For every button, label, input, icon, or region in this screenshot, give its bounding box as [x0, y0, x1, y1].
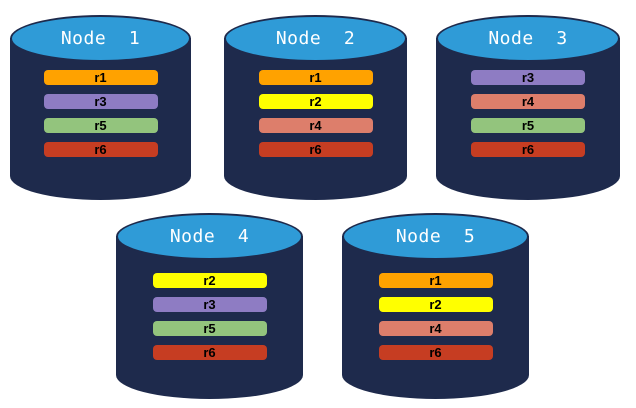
replica-bar: r2: [378, 297, 493, 312]
replica-label: r4: [309, 118, 322, 133]
node-5-cylinder-body: [342, 236, 529, 399]
node-5-replica-list: r1 r2 r4 r6: [342, 273, 529, 360]
replica-bar: r3: [43, 94, 158, 109]
replica-label: r6: [309, 142, 322, 157]
replica-label: r2: [203, 273, 216, 288]
replica-label: r4: [521, 94, 535, 109]
node-3-replica-list: r3 r4 r5 r6: [436, 70, 620, 157]
replica-label: r6: [94, 142, 107, 157]
replica-bar: r6: [43, 142, 158, 157]
replica-label: r2: [309, 94, 322, 109]
node-5-cylinder-top: Node 5: [342, 213, 529, 260]
node-2: Node 2 r1 r2 r4 r6: [224, 15, 407, 200]
replica-label: r6: [203, 345, 216, 360]
replica-bar: r3: [152, 297, 267, 312]
replica-bar: r1: [378, 273, 493, 288]
replica-bar: r4: [258, 118, 373, 133]
replica-bar: r5: [471, 118, 585, 133]
replica-bar: r2: [152, 273, 267, 288]
replica-label: r3: [203, 297, 216, 312]
node-1: Node 1 r1 r3 r5 r6: [10, 15, 191, 200]
node-4-label: Node 4: [169, 226, 250, 247]
node-4-replica-list: r2 r3 r5 r6: [116, 273, 303, 360]
node-1-cylinder-top: Node 1: [10, 15, 191, 62]
replica-label: r5: [94, 118, 107, 133]
node-1-replica-list: r1 r3 r5 r6: [10, 70, 191, 157]
replica-label: r2: [429, 297, 442, 312]
node-4: Node 4 r2 r3 r5 r6: [116, 213, 303, 399]
replica-bar: r6: [378, 345, 493, 360]
node-5-label: Node 5: [395, 226, 476, 247]
node-3: Node 3 r3 r4 r5 r6: [436, 15, 620, 200]
replica-bar: r3: [471, 70, 585, 85]
replica-label: r1: [94, 70, 107, 85]
replica-label: r1: [429, 273, 442, 288]
replica-bar: r6: [471, 142, 585, 157]
node-4-cylinder-top: Node 4: [116, 213, 303, 260]
replica-bar: r1: [43, 70, 158, 85]
replica-bar: r6: [152, 345, 267, 360]
node-2-label: Node 2: [275, 28, 356, 49]
replica-label: r5: [521, 118, 535, 133]
node-3-cylinder-top: Node 3: [436, 15, 620, 62]
node-2-cylinder-top: Node 2: [224, 15, 407, 62]
replica-label: r6: [521, 142, 535, 157]
replica-bar: r5: [152, 321, 267, 336]
node-1-label: Node 1: [60, 28, 141, 49]
node-4-cylinder-body: [116, 236, 303, 399]
replica-label: r5: [203, 321, 216, 336]
node-3-label: Node 3: [488, 28, 568, 49]
replica-label: r1: [309, 70, 322, 85]
replica-bar: r5: [43, 118, 158, 133]
replica-label: r3: [94, 94, 107, 109]
replica-label: r6: [429, 345, 442, 360]
replica-bar: r4: [378, 321, 493, 336]
replica-bar: r6: [258, 142, 373, 157]
node-5: Node 5 r1 r2 r4 r6: [342, 213, 529, 399]
node-2-replica-list: r1 r2 r4 r6: [224, 70, 407, 157]
replica-label: r3: [521, 70, 535, 85]
replica-bar: r4: [471, 94, 585, 109]
replica-bar: r1: [258, 70, 373, 85]
replica-label: r4: [429, 321, 442, 336]
replica-bar: r2: [258, 94, 373, 109]
